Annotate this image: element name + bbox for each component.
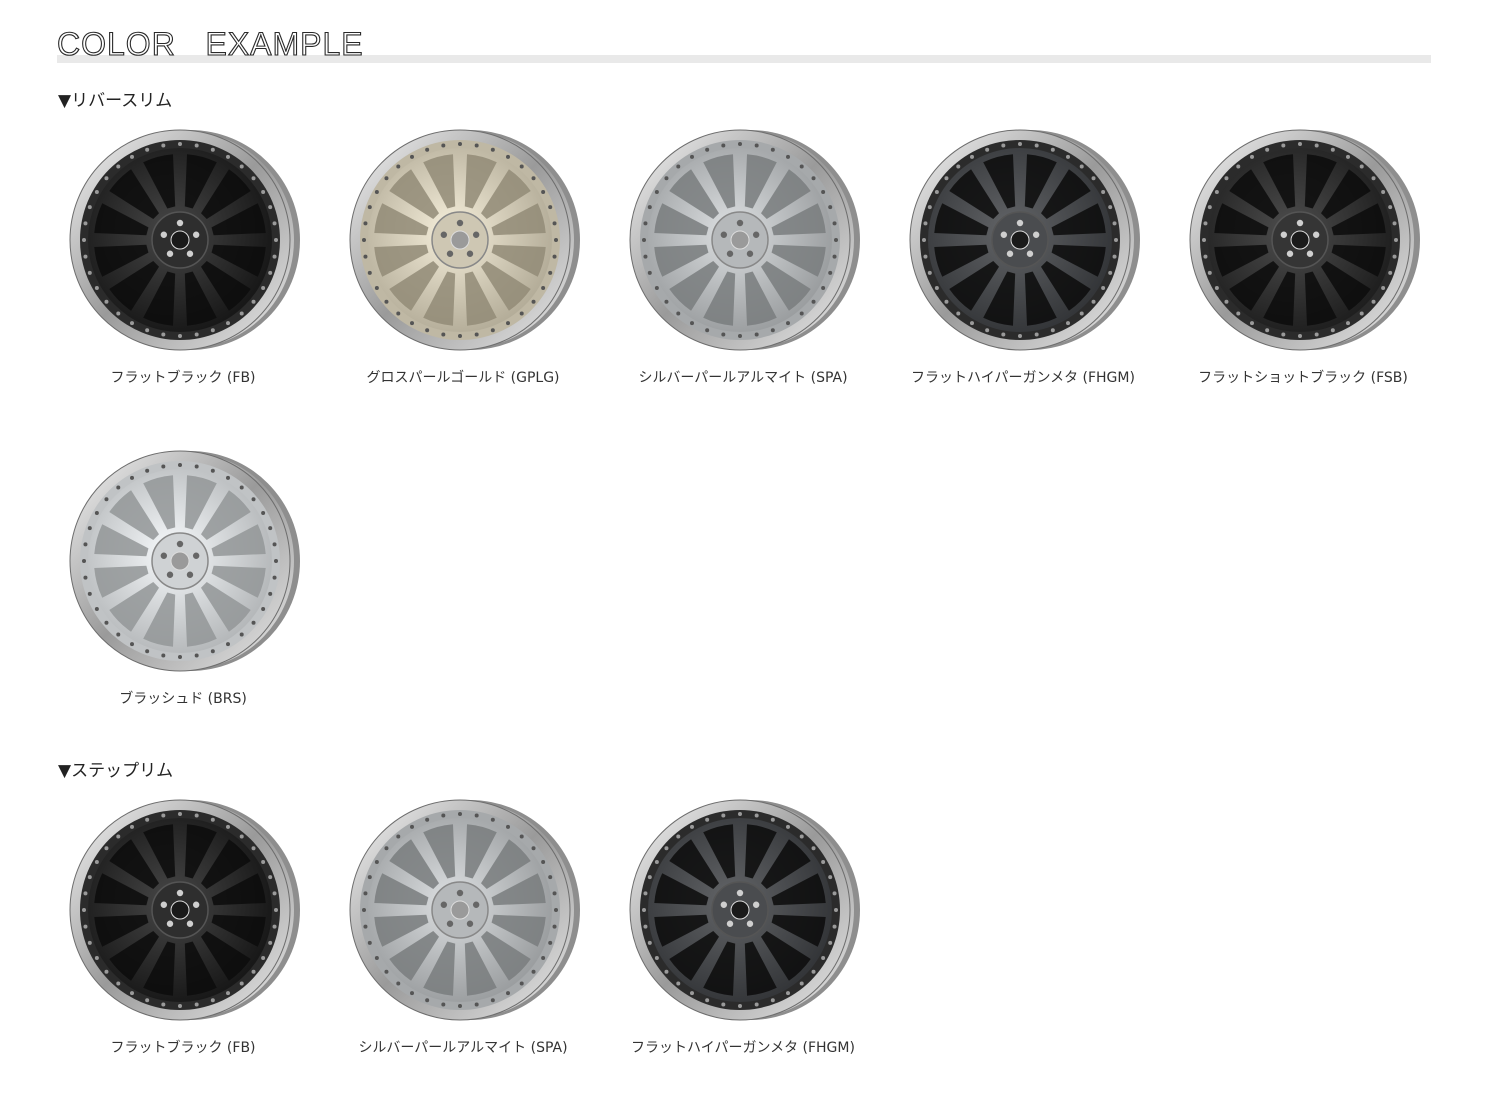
color-card-step-fhgm[interactable]: フラットハイパーガンメタ (FHGM) — [618, 796, 868, 1066]
color-caption: グロスパールゴールド (GPLG) — [366, 370, 560, 386]
section-label-reverse-rim: ▼リバースリム — [58, 91, 173, 111]
color-card-step-fb[interactable]: フラットブラック (FB) — [58, 796, 308, 1066]
wheel-image — [906, 126, 1142, 354]
color-caption: フラットショットブラック (FSB) — [1198, 370, 1408, 386]
color-card-reverse-gplg[interactable]: グロスパールゴールド (GPLG) — [338, 126, 588, 396]
color-caption: フラットブラック (FB) — [110, 1040, 256, 1056]
color-caption: フラットハイパーガンメタ (FHGM) — [911, 370, 1135, 386]
wheel-image — [66, 447, 302, 675]
wheel-image — [66, 126, 302, 354]
page-title: COLOR EXAMPLE — [56, 25, 364, 62]
wheel-image — [346, 126, 582, 354]
wheel-image — [626, 796, 862, 1024]
wheel-image — [66, 796, 302, 1024]
color-caption: シルバーパールアルマイト (SPA) — [358, 1040, 568, 1056]
color-caption: フラットブラック (FB) — [110, 370, 256, 386]
color-caption: ブラッシュド (BRS) — [119, 691, 247, 707]
section-header: COLOR EXAMPLE — [56, 25, 1431, 63]
color-card-reverse-brs[interactable]: ブラッシュド (BRS) — [58, 447, 308, 717]
section-label-step-rim: ▼ステップリム — [58, 761, 174, 781]
color-card-reverse-fb[interactable]: フラットブラック (FB) — [58, 126, 308, 396]
color-card-step-spa[interactable]: シルバーパールアルマイト (SPA) — [338, 796, 588, 1066]
wheel-image — [346, 796, 582, 1024]
wheel-image — [1186, 126, 1422, 354]
color-card-reverse-spa[interactable]: シルバーパールアルマイト (SPA) — [618, 126, 868, 396]
color-card-reverse-fhgm[interactable]: フラットハイパーガンメタ (FHGM) — [898, 126, 1148, 396]
header-underline — [57, 55, 1431, 63]
color-caption: シルバーパールアルマイト (SPA) — [638, 370, 848, 386]
wheel-image — [626, 126, 862, 354]
color-caption: フラットハイパーガンメタ (FHGM) — [631, 1040, 855, 1056]
color-card-reverse-fsb[interactable]: フラットショットブラック (FSB) — [1178, 126, 1428, 396]
